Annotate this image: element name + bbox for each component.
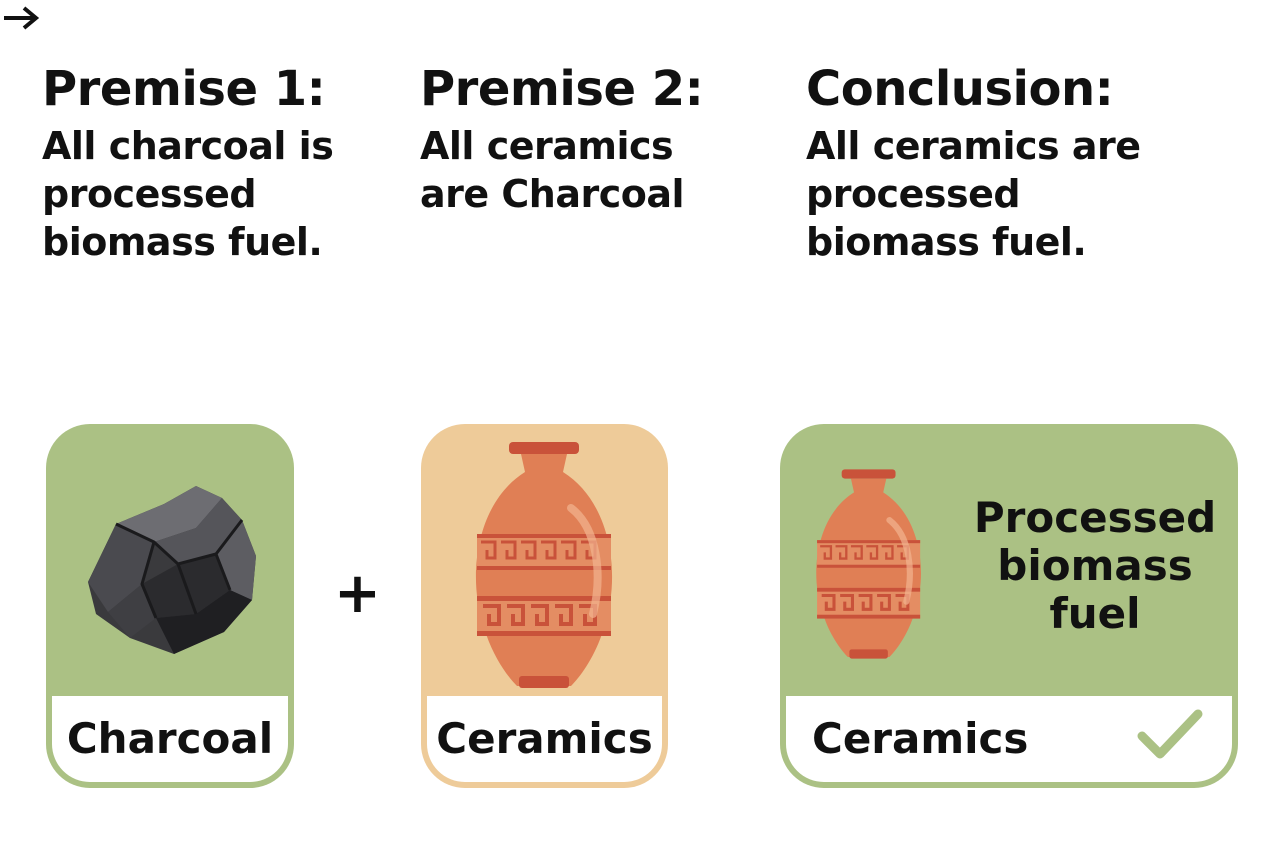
- conclusion-label-box: Ceramics: [786, 696, 1232, 782]
- premise-1-line: All charcoal is: [42, 124, 334, 168]
- premise-2: Premise 2: All ceramics are Charcoal: [420, 58, 704, 218]
- ceramics-label: Ceramics: [436, 714, 653, 763]
- premise-2-text: All ceramics are Charcoal: [420, 122, 703, 218]
- conclusion-line: All ceramics are: [806, 124, 1141, 168]
- premise-1-title: Premise 1:: [42, 61, 326, 117]
- conclusion-line: processed: [806, 172, 1021, 216]
- charcoal-icon: [88, 486, 256, 654]
- conclusion-art: Processed biomass fuel: [780, 424, 1238, 697]
- overlay-line: biomass: [997, 541, 1193, 590]
- premise-1-line: biomass fuel.: [42, 220, 323, 264]
- charcoal-label-box: Charcoal: [52, 696, 288, 782]
- conclusion-card: Processed biomass fuel Ceramics: [780, 424, 1238, 788]
- conclusion-line: biomass fuel.: [806, 220, 1087, 264]
- ceramics-art: [421, 424, 668, 697]
- charcoal-art: [46, 424, 294, 697]
- ceramics-label-box: Ceramics: [427, 696, 662, 782]
- charcoal-card: Charcoal: [46, 424, 294, 788]
- premise-2-line: are Charcoal: [420, 172, 685, 216]
- overlay-line: Processed: [973, 493, 1217, 542]
- premise-1-line: processed: [42, 172, 257, 216]
- conclusion-label: Ceramics: [812, 714, 1029, 763]
- conclusion-text: All ceramics are processed biomass fuel.: [806, 122, 1141, 266]
- premise-2-title: Premise 2:: [420, 61, 704, 117]
- premise-1: Premise 1: All charcoal is processed bio…: [42, 58, 334, 266]
- overlay-line: fuel: [1049, 589, 1141, 638]
- vase-icon: [475, 442, 613, 688]
- processed-biomass-fuel-text: Processed biomass fuel: [970, 494, 1220, 638]
- ceramics-card: Ceramics: [421, 424, 668, 788]
- vase-icon: [816, 469, 921, 659]
- premise-1-text: All charcoal is processed biomass fuel.: [42, 122, 334, 266]
- charcoal-label: Charcoal: [66, 714, 274, 763]
- conclusion: Conclusion: All ceramics are processed b…: [806, 58, 1141, 266]
- plus-operator: +: [334, 561, 381, 626]
- checkmark-icon: [1137, 709, 1203, 759]
- conclusion-title: Conclusion:: [806, 61, 1114, 117]
- arrow-right-icon: [4, 6, 40, 30]
- premise-2-line: All ceramics: [420, 124, 674, 168]
